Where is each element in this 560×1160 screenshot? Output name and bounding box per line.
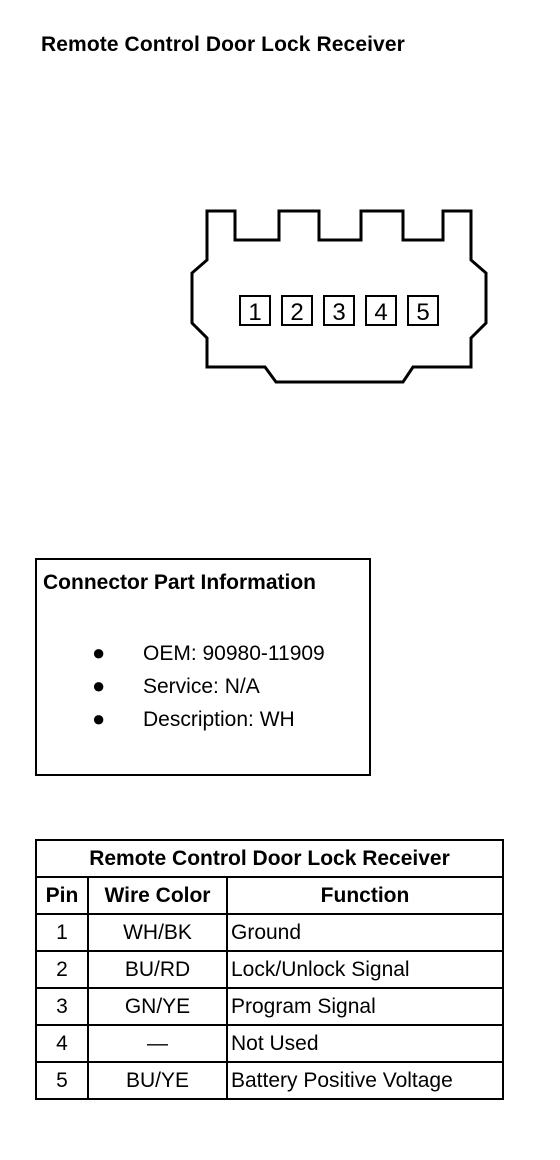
part-info-heading: Connector Part Information [43, 571, 317, 594]
pin-cavity-2: 2 [281, 295, 313, 326]
cell-function: Battery Positive Voltage [226, 1061, 504, 1100]
table-row: 3 GN/YE Program Signal [35, 987, 504, 1026]
pin-cavity-5: 5 [407, 295, 439, 326]
header-wire-color: Wire Color [87, 876, 228, 915]
cell-pin: 5 [35, 1061, 89, 1100]
pin-function-table: Remote Control Door Lock Receiver Pin Wi… [35, 839, 504, 1100]
connector-part-info-box: Connector Part Information ● OEM: 90980-… [35, 558, 371, 776]
pin-cavity-1: 1 [239, 295, 271, 326]
connector-face-diagram: 1 2 3 4 5 [190, 209, 488, 384]
pin-label-5: 5 [416, 299, 429, 326]
cell-pin: 2 [35, 950, 89, 989]
cell-wire-color: BU/RD [87, 950, 228, 989]
bullet-icon: ● [92, 673, 106, 698]
pin-label-1: 1 [248, 299, 261, 326]
cell-wire-color: GN/YE [87, 987, 228, 1026]
cell-pin: 4 [35, 1024, 89, 1063]
cell-pin: 3 [35, 987, 89, 1026]
pin-label-4: 4 [374, 299, 387, 326]
bullet-icon: ● [92, 706, 106, 731]
table-row: 5 BU/YE Battery Positive Voltage [35, 1061, 504, 1100]
pin-label-3: 3 [332, 299, 345, 326]
cell-wire-color: WH/BK [87, 913, 228, 952]
connector-outline [190, 209, 488, 384]
cell-wire-color: — [87, 1024, 228, 1063]
table-row: 2 BU/RD Lock/Unlock Signal [35, 950, 504, 989]
pin-label-2: 2 [290, 299, 303, 326]
header-function: Function [226, 876, 504, 915]
table-row: 1 WH/BK Ground [35, 913, 504, 952]
table-caption: Remote Control Door Lock Receiver [35, 839, 504, 878]
cell-function: Lock/Unlock Signal [226, 950, 504, 989]
pin-cavity-3: 3 [323, 295, 355, 326]
table-row: 4 — Not Used [35, 1024, 504, 1063]
cell-function: Program Signal [226, 987, 504, 1026]
header-pin: Pin [35, 876, 89, 915]
cell-pin: 1 [35, 913, 89, 952]
cell-function: Not Used [226, 1024, 504, 1063]
page-title: Remote Control Door Lock Receiver [41, 33, 405, 56]
pin-cavity-4: 4 [365, 295, 397, 326]
cell-wire-color: BU/YE [87, 1061, 228, 1100]
table-header-row: Pin Wire Color Function [35, 876, 504, 915]
cell-function: Ground [226, 913, 504, 952]
bullet-icon: ● [92, 640, 106, 665]
